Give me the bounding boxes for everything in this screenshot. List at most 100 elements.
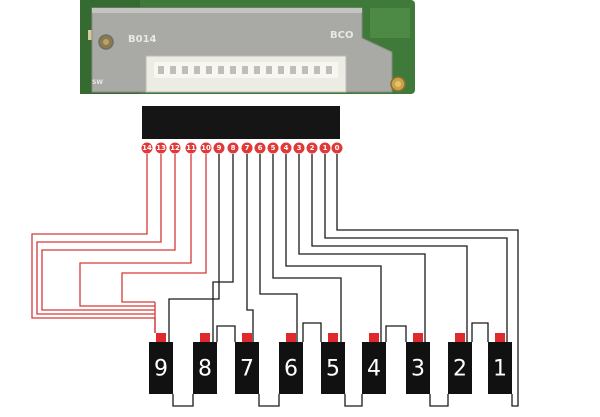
- header-pin: [254, 66, 260, 74]
- sense-wire-black-6: [298, 154, 426, 342]
- pcb-right-area: [370, 8, 410, 38]
- header-pin: [170, 66, 176, 74]
- header-pin: [158, 66, 164, 74]
- pin-14-dot: [141, 142, 153, 154]
- header-pin: [182, 66, 188, 74]
- cell-7-body: [235, 342, 259, 394]
- pin-3-label: 3: [297, 144, 302, 152]
- pin-11-label: 11: [186, 144, 196, 152]
- bms-board: B014 BCO SW: [80, 0, 415, 94]
- cell-5-terminal: [328, 333, 338, 342]
- cell-4-body: [362, 342, 386, 394]
- pin-11-dot: [185, 142, 197, 154]
- silk-label-right: BCO: [330, 30, 353, 41]
- cell-8-body: [193, 342, 217, 394]
- pin-1-label: 1: [323, 144, 328, 152]
- cell-9-terminal: [156, 333, 166, 342]
- cell-1-number: 1: [493, 357, 507, 382]
- pin-9-label: 9: [217, 144, 222, 152]
- pin-7-dot: [241, 142, 253, 154]
- series-link-bottom-3: [429, 394, 449, 407]
- screw-left-center: [103, 39, 109, 45]
- cell-1-body: [488, 342, 512, 394]
- header-pin: [230, 66, 236, 74]
- header-pins: [158, 66, 332, 74]
- series-link-top-0: [216, 325, 236, 342]
- pin-12-label: 12: [170, 144, 180, 152]
- cell-7-number: 7: [240, 357, 254, 382]
- sense-wire-black-5: [285, 154, 382, 342]
- cell-2-number: 2: [453, 357, 467, 382]
- pin-1-dot: [319, 142, 331, 154]
- sense-wire-red-2: [41, 154, 176, 311]
- header-pin: [314, 66, 320, 74]
- cell-9-number: 9: [154, 357, 168, 382]
- balance-connector: [142, 106, 340, 139]
- pin-10-dot: [200, 142, 212, 154]
- sense-wires: [31, 154, 519, 407]
- shield-highlight: [92, 8, 362, 13]
- pin-10-label: 10: [201, 144, 211, 152]
- series-link-top-3: [471, 322, 489, 342]
- cell-4-terminal: [369, 333, 379, 342]
- header-pin: [218, 66, 224, 74]
- pin-12-dot: [169, 142, 181, 154]
- header-pin: [242, 66, 248, 74]
- pin-9-dot: [213, 142, 225, 154]
- battery-cells: 9 8 7 6 5 4 3 2 1: [149, 333, 512, 394]
- cell-8-number: 8: [198, 357, 212, 382]
- pin-7-label: 7: [245, 144, 250, 152]
- sense-wire-black-7: [311, 154, 468, 342]
- pin-6-dot: [254, 142, 266, 154]
- sense-wire-black-0: [168, 154, 220, 342]
- sense-wire-black-8: [324, 154, 508, 342]
- sense-wire-red-1: [36, 154, 162, 315]
- header-pin: [194, 66, 200, 74]
- series-link-top-2: [385, 325, 407, 342]
- cell-3-body: [406, 342, 430, 394]
- sense-wire-black-4: [272, 154, 342, 342]
- series-link-bottom-2: [344, 394, 363, 407]
- silk-label-left: B014: [128, 34, 157, 45]
- cell-6-body: [279, 342, 303, 394]
- header-pin: [290, 66, 296, 74]
- pin-13-label: 13: [156, 144, 166, 152]
- pin-0-dot: [331, 142, 343, 154]
- cell-9-body: [149, 342, 173, 394]
- pin-4-label: 4: [284, 144, 289, 152]
- cell-5-number: 5: [326, 357, 340, 382]
- pin-14-label: 14: [142, 144, 152, 152]
- pin-13-dot: [155, 142, 167, 154]
- header-pin: [206, 66, 212, 74]
- pin-8-label: 8: [231, 144, 236, 152]
- header-pin: [278, 66, 284, 74]
- screw-right-center: [395, 81, 401, 87]
- pin-3-dot: [293, 142, 305, 154]
- silk-label-switch: SW: [92, 79, 103, 86]
- header-pin: [326, 66, 332, 74]
- header-pin: [302, 66, 308, 74]
- pin-2-dot: [306, 142, 318, 154]
- cell-5-body: [321, 342, 345, 394]
- cell-6-number: 6: [284, 357, 298, 382]
- pin-6-label: 6: [258, 144, 263, 152]
- sense-wire-black-end: [511, 394, 519, 407]
- pin-2-label: 2: [310, 144, 315, 152]
- cell-2-terminal: [455, 333, 465, 342]
- series-link-bottom-0: [172, 394, 194, 407]
- series-link-top-1: [302, 322, 322, 342]
- sense-wire-red-4: [121, 154, 207, 303]
- cell-8-terminal: [200, 333, 210, 342]
- series-link-bottom-1: [258, 394, 280, 407]
- cell-2-body: [448, 342, 472, 394]
- cell-4-number: 4: [367, 357, 381, 382]
- pin-4-dot: [280, 142, 292, 154]
- cell-3-number: 3: [411, 357, 425, 382]
- cell-3-terminal: [413, 333, 423, 342]
- sense-wire-red-3: [79, 154, 192, 307]
- cell-1-terminal: [495, 333, 505, 342]
- pin-5-dot: [267, 142, 279, 154]
- cell-7-terminal: [242, 333, 252, 342]
- sense-wire-black-2: [246, 154, 254, 342]
